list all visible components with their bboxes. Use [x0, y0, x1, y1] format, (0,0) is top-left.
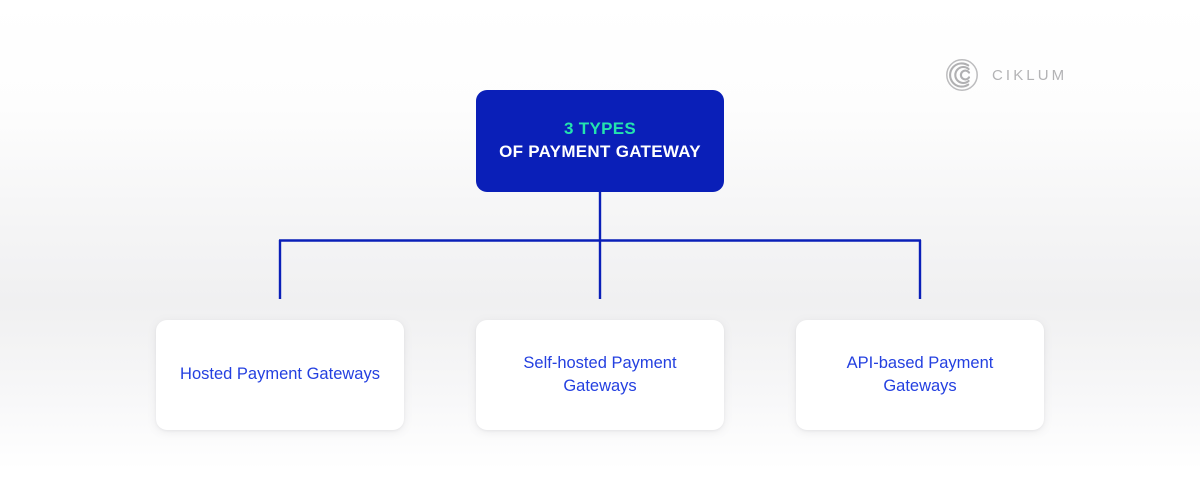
child-card-label: Hosted Payment Gateways: [180, 365, 380, 384]
brand-logo: CIKLUM: [945, 58, 1067, 92]
root-node-title: OF PAYMENT GATEWAY: [499, 142, 701, 161]
child-card-label: Self-hosted Payment Gateways: [523, 353, 677, 395]
child-card-self-hosted: Self-hosted Payment Gateways: [476, 320, 724, 430]
child-card-api-based: API-based Payment Gateways: [796, 320, 1044, 430]
child-card-label: API-based Payment Gateways: [846, 353, 994, 395]
root-node: 3 TYPES OF PAYMENT GATEWAY: [476, 90, 724, 192]
child-card-hosted: Hosted Payment Gateways: [156, 320, 404, 430]
root-node-title-highlight: 3 TYPES: [563, 119, 637, 139]
ciklum-arcs-icon: [946, 59, 978, 91]
brand-wordmark: CIKLUM: [992, 66, 1068, 84]
